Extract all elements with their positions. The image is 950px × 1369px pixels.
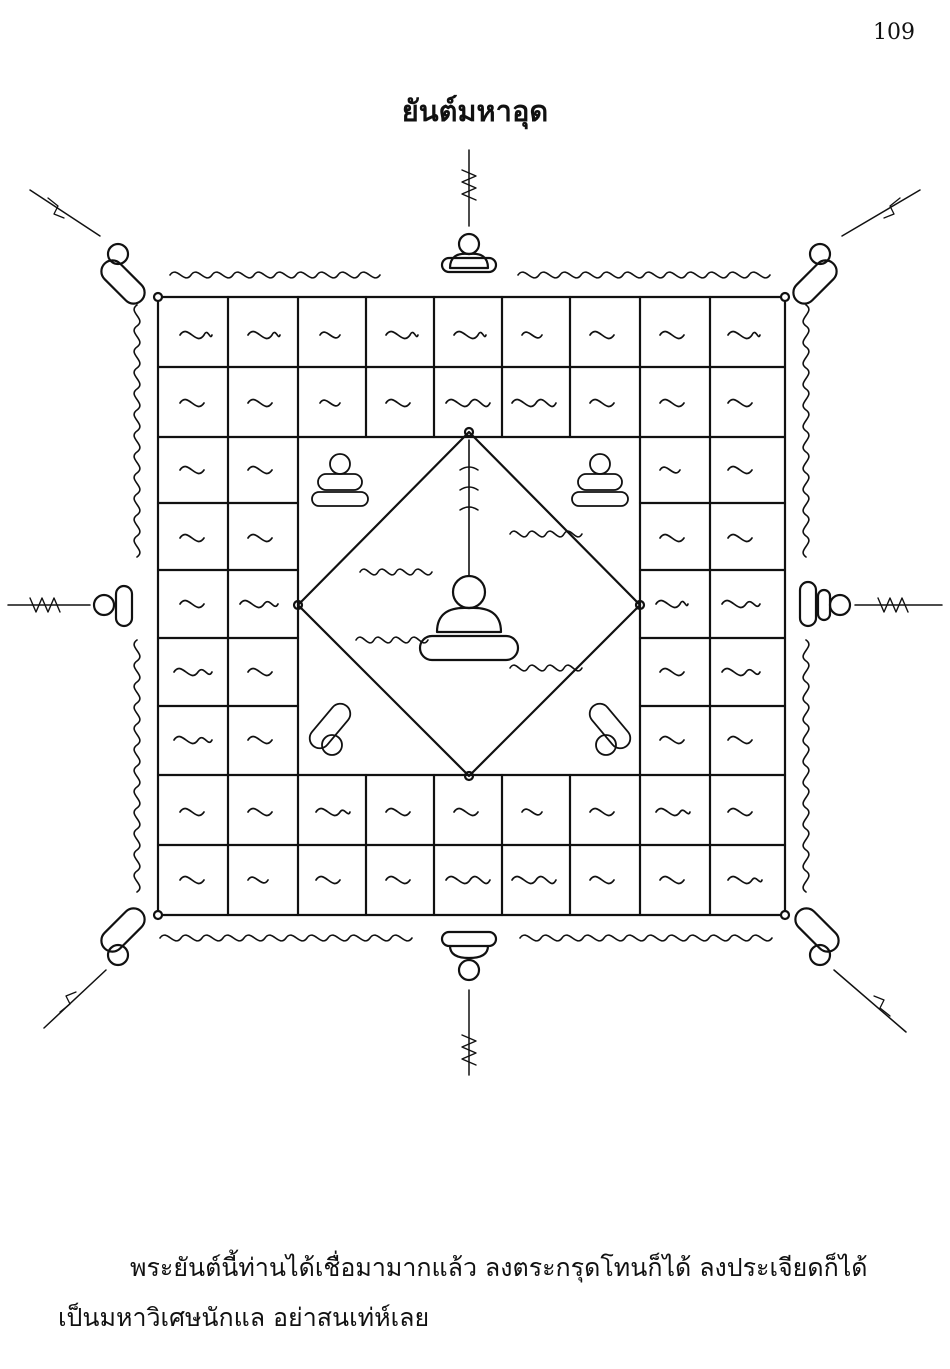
cardinal-figures — [7, 149, 943, 1076]
page-number: 109 — [873, 20, 915, 45]
corner-figures — [29, 189, 921, 1033]
side-grid — [156, 501, 787, 708]
frame-corner-dots — [152, 291, 791, 921]
inner-corner-figures — [308, 453, 632, 756]
yantra-diagram — [7, 149, 943, 1076]
caption-line-2: เป็นมหาวิเศษนักแล อย่าสนเท่ห์เลย — [58, 1303, 430, 1332]
top-grid — [156, 295, 787, 917]
outer-script-bands — [133, 271, 810, 942]
caption-line-1: พระยันต์นี้ท่านได้เชื่อมามากแล้ว ลงตระกร… — [130, 1253, 868, 1282]
outer-frame — [156, 295, 787, 917]
bottom-grid — [156, 773, 787, 917]
central-figure — [418, 439, 520, 662]
diamond-script — [355, 530, 583, 672]
center-diamond — [296, 430, 642, 778]
page-title: ยันต์มหาอุด — [401, 94, 549, 128]
cell-glyphs — [173, 330, 763, 885]
